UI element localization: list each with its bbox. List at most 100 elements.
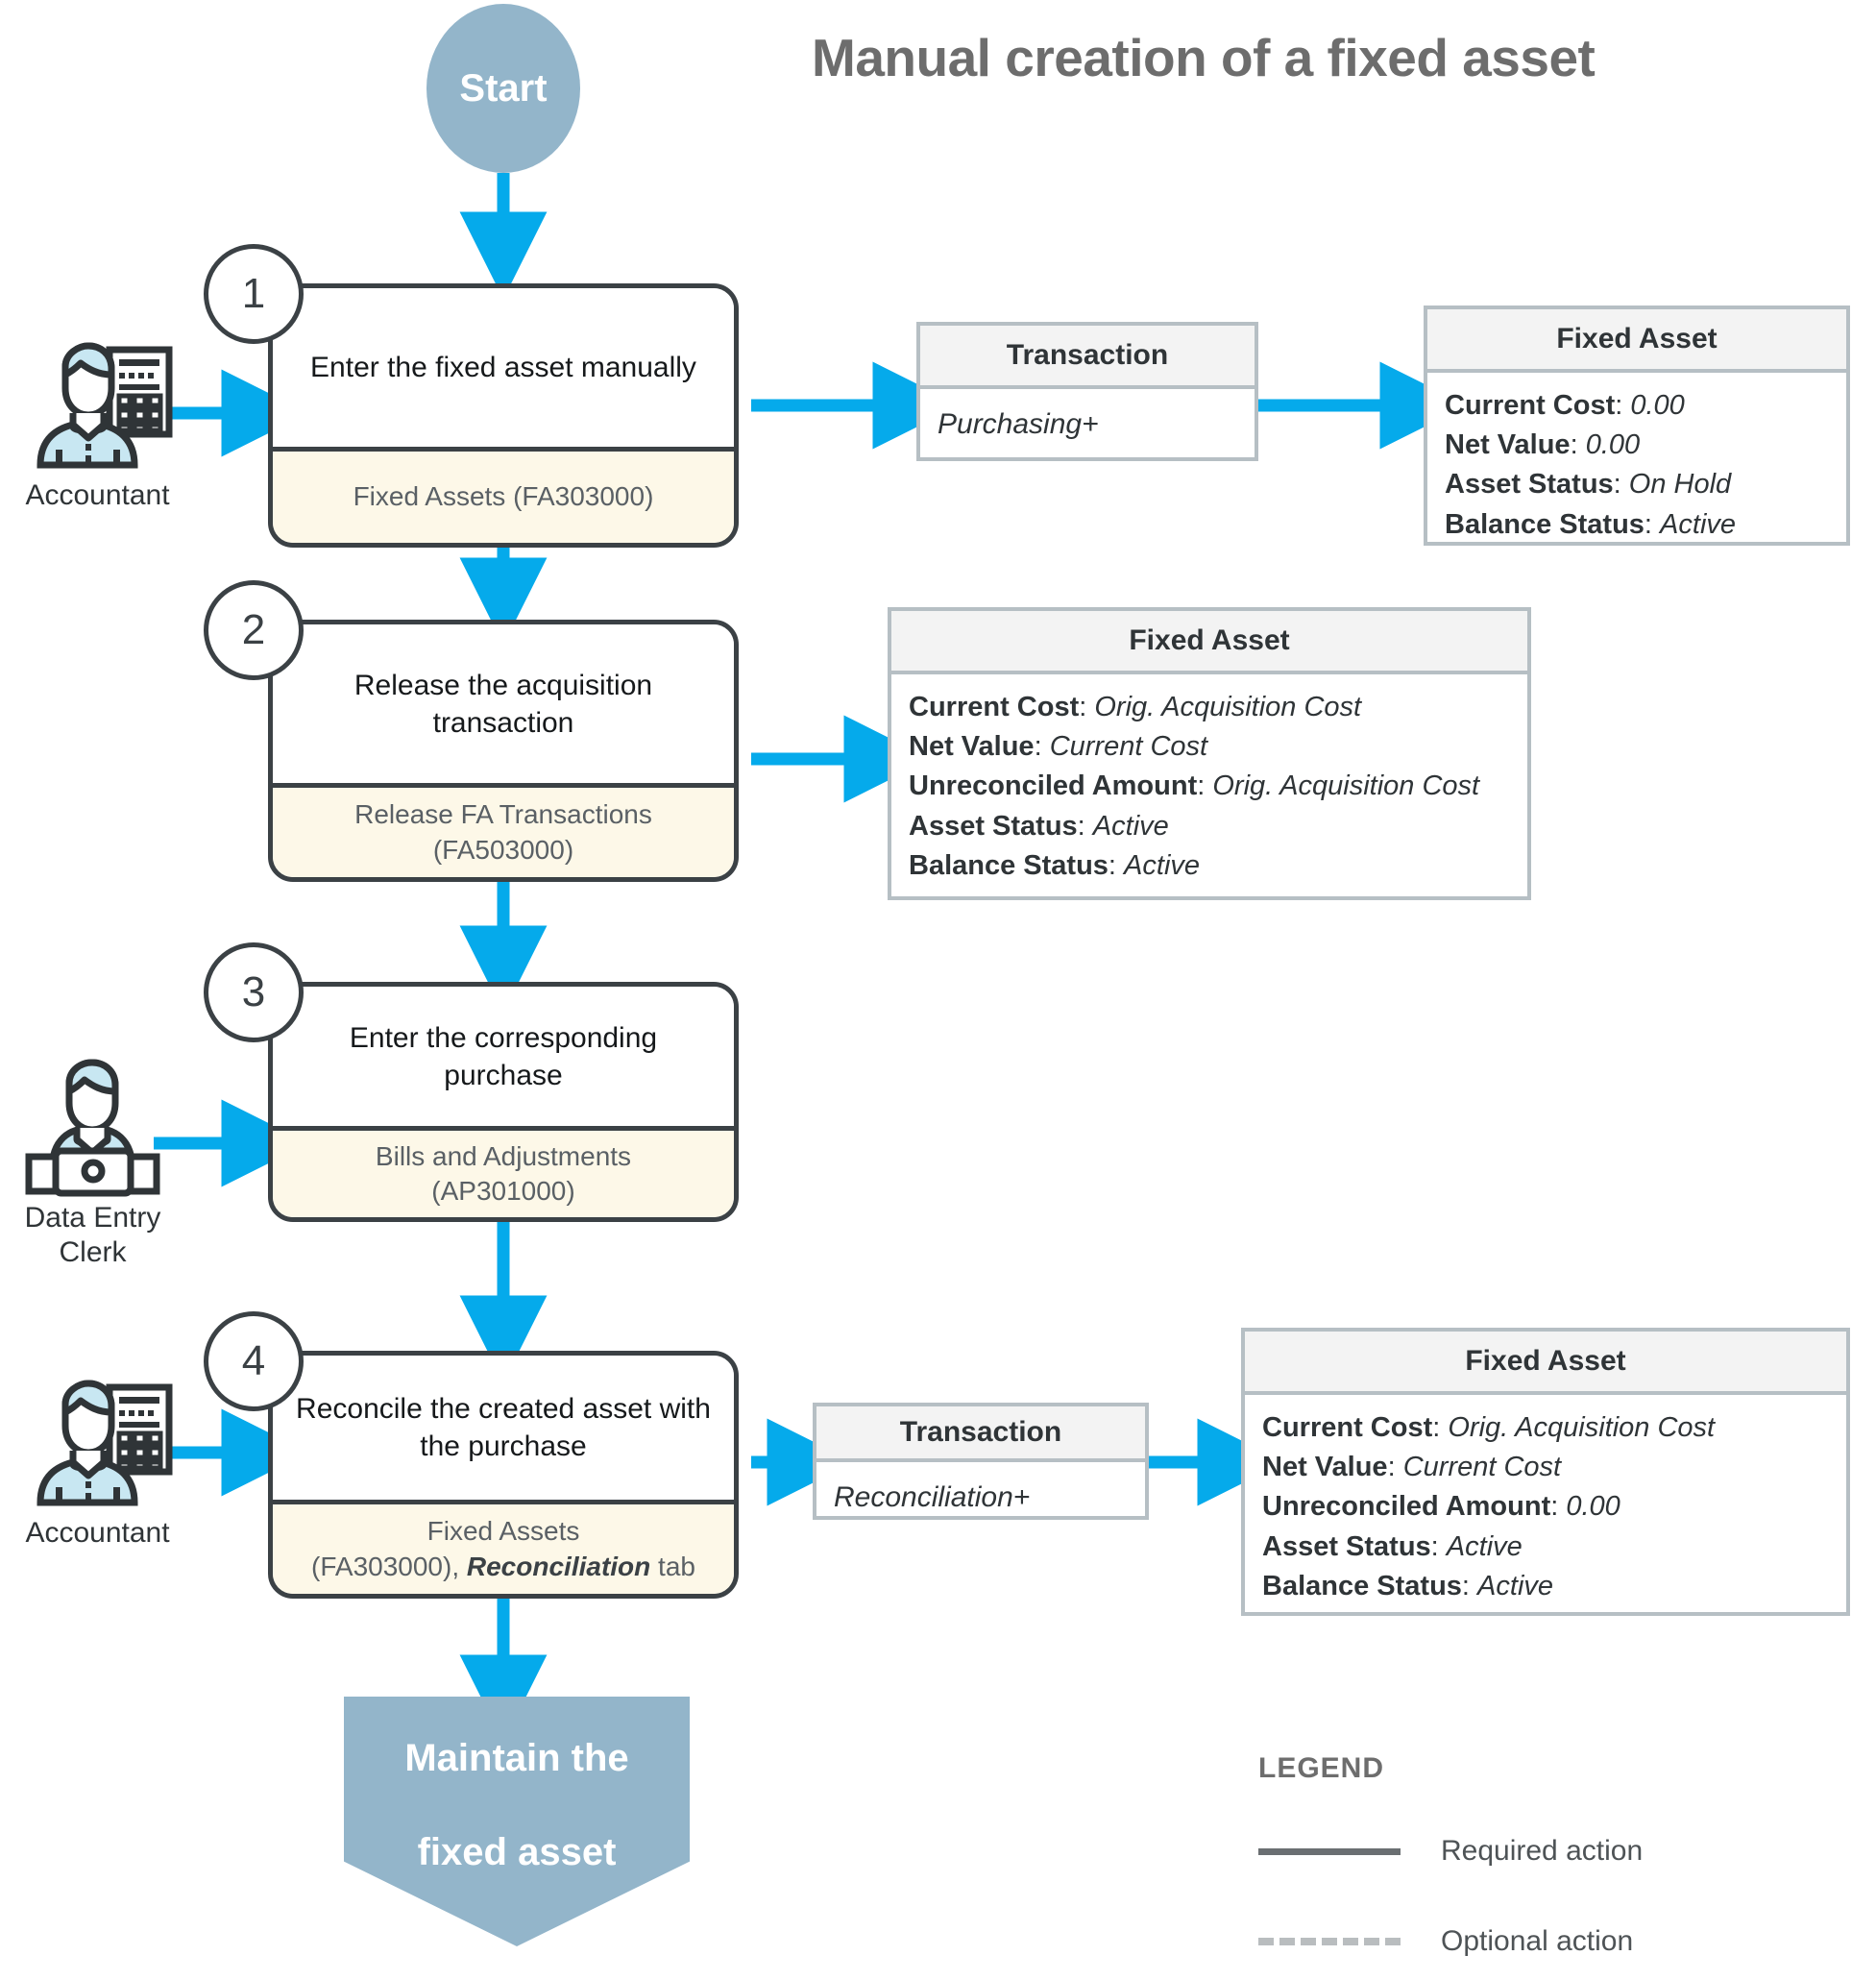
card-row-value: On Hold (1628, 469, 1732, 501)
fixed-asset-card-4-header: Fixed Asset (1245, 1332, 1846, 1395)
actor-accountant-1: Accountant (13, 338, 182, 513)
card-row-label: Unreconciled Amount (1262, 1491, 1551, 1523)
step-3-screen: Bills and Adjustments (AP301000) (273, 1126, 734, 1217)
card-row-label: Current Cost (909, 692, 1080, 722)
step-4-screen-line2-emphasis: Reconciliation (466, 1551, 651, 1581)
actor-data-entry-clerk: Data Entry Clerk (13, 1057, 172, 1270)
actor-accountant-2: Accountant (13, 1376, 182, 1551)
step-2-screen-line1: Release FA Transactions (354, 799, 652, 830)
card-row: Balance Status: Active (909, 849, 1201, 881)
legend-item-required-label: Required action (1441, 1835, 1644, 1867)
card-row-value: Orig. Acquisition Cost (1448, 1412, 1716, 1443)
legend-solid-line-swatch (1258, 1847, 1401, 1855)
fixed-asset-card-1: Fixed Asset Current Cost: 0.00 Net Value… (1424, 306, 1850, 546)
card-row: Asset Status: Active (909, 810, 1169, 842)
end-label-line1: Maintain the (404, 1737, 629, 1779)
page-title: Manual creation of a fixed asset (812, 28, 1596, 87)
transaction-card-1-value: Purchasing+ (938, 408, 1099, 440)
step-2-action-line2: transaction (432, 706, 574, 739)
start-terminator: Start (426, 4, 580, 173)
step-4-screen: Fixed Assets (FA303000), Reconciliation t… (273, 1500, 734, 1594)
legend-item-optional: Optional action (1258, 1925, 1796, 1958)
fixed-asset-card-2: Fixed Asset Current Cost: Orig. Acquisit… (888, 607, 1531, 900)
step-4-number: 4 (241, 1337, 266, 1384)
clerk-laptop-icon (13, 1057, 172, 1201)
step-4-screen-line2-prefix: (FA303000), (311, 1551, 467, 1581)
step-2-action-line1: Release the acquisition (353, 669, 653, 701)
actor-clerk-label-line2: Clerk (59, 1236, 127, 1268)
card-row: Asset Status: On Hold (1445, 469, 1732, 501)
fixed-asset-card-1-header: Fixed Asset (1427, 309, 1846, 373)
step-4-screen-line2-suffix: tab (650, 1551, 695, 1581)
step-3-action-line2: purchase (444, 1059, 563, 1091)
transaction-card-2: Transaction Reconciliation+ (813, 1403, 1149, 1520)
card-row-value: Active (1124, 849, 1201, 881)
card-row-value: Active (1446, 1530, 1523, 1562)
card-row-label: Net Value (909, 731, 1035, 763)
card-row: Unreconciled Amount: 0.00 (1262, 1491, 1620, 1523)
card-row-value: Orig. Acquisition Cost (1212, 770, 1480, 802)
step-3-screen-line1: Bills and Adjustments (375, 1140, 632, 1171)
card-row-label: Balance Status (1262, 1570, 1462, 1601)
start-label: Start (459, 66, 548, 110)
card-row-label: Asset Status (1445, 469, 1614, 501)
card-row-label: Balance Status (1445, 508, 1645, 540)
accountant-calculator-icon (13, 1376, 182, 1510)
legend-title: LEGEND (1258, 1752, 1385, 1784)
step-3-number: 3 (241, 968, 266, 1015)
card-row-label: Unreconciled Amount (909, 770, 1198, 802)
step-2-screen-line2: (FA503000) (432, 834, 574, 865)
legend-item-required: Required action (1258, 1835, 1796, 1868)
step-3-box[interactable]: Enter the corresponding purchase Bills an… (268, 982, 739, 1222)
card-row-value: 0.00 (1566, 1491, 1620, 1523)
card-row-value: Current Cost (1049, 731, 1208, 763)
fixed-asset-card-2-header: Fixed Asset (891, 611, 1527, 674)
card-row: Asset Status: Active (1262, 1530, 1523, 1562)
fixed-asset-card-2-rows: Current Cost: Orig. Acquisition Cost Net… (891, 674, 1527, 899)
fixed-asset-card-1-rows: Current Cost: 0.00 Net Value: 0.00 Asset… (1427, 373, 1846, 558)
step-2-number: 2 (241, 606, 266, 653)
transaction-card-1-header: Transaction (920, 326, 1255, 389)
step-1-box[interactable]: Enter the fixed asset manually Fixed Ass… (268, 283, 739, 548)
card-row-label: Balance Status (909, 849, 1109, 881)
step-3-screen-line2: (AP301000) (431, 1176, 575, 1206)
step-4-action-line1: Reconcile the created asset with (296, 1393, 711, 1425)
card-row-label: Current Cost (1445, 390, 1616, 421)
step-4-action-line2: the purchase (420, 1430, 587, 1462)
step-1-screen: Fixed Assets (FA303000) (273, 447, 734, 543)
card-row-value: Current Cost (1402, 1452, 1562, 1483)
card-row-label: Asset Status (909, 810, 1078, 842)
step-2-box[interactable]: Release the acquisition transaction Relea… (268, 620, 739, 882)
card-row-value: Orig. Acquisition Cost (1094, 692, 1362, 722)
step-4-box[interactable]: Reconcile the created asset with the purc… (268, 1351, 739, 1599)
transaction-card-1: Transaction Purchasing+ (916, 322, 1258, 461)
step-1-number: 1 (241, 270, 266, 317)
actor-accountant-2-label: Accountant (25, 1517, 170, 1549)
legend-item-optional-label: Optional action (1441, 1925, 1634, 1957)
card-row: Unreconciled Amount: Orig. Acquisition C… (909, 770, 1480, 802)
step-3-action-line1: Enter the corresponding (349, 1021, 658, 1054)
card-row: Current Cost: Orig. Acquisition Cost (1262, 1412, 1716, 1443)
transaction-card-2-header: Transaction (816, 1406, 1145, 1462)
card-row-label: Net Value (1262, 1452, 1388, 1483)
card-row-value: Active (1477, 1570, 1554, 1601)
accountant-calculator-icon (13, 338, 182, 473)
card-row-value: 0.00 (1585, 429, 1641, 461)
card-row-value: 0.00 (1630, 390, 1685, 421)
card-row: Current Cost: Orig. Acquisition Cost (909, 692, 1362, 722)
card-row-label: Asset Status (1262, 1530, 1431, 1562)
card-row: Net Value: 0.00 (1445, 429, 1641, 461)
card-row: Balance Status: Active (1262, 1570, 1554, 1601)
card-row-value: Active (1092, 810, 1169, 842)
step-3-badge: 3 (204, 942, 304, 1042)
step-4-action: Reconcile the created asset with the purc… (273, 1356, 734, 1500)
step-2-action: Release the acquisition transaction (273, 624, 734, 783)
step-1-badge: 1 (204, 244, 304, 344)
card-row: Current Cost: 0.00 (1445, 390, 1685, 421)
actor-accountant-1-label: Accountant (25, 479, 170, 511)
step-4-screen-line1: Fixed Assets (426, 1516, 580, 1547)
legend: LEGEND Required action Optional action (1258, 1752, 1796, 1958)
card-row-value: Active (1660, 508, 1737, 540)
legend-dashed-line-swatch (1258, 1938, 1401, 1945)
